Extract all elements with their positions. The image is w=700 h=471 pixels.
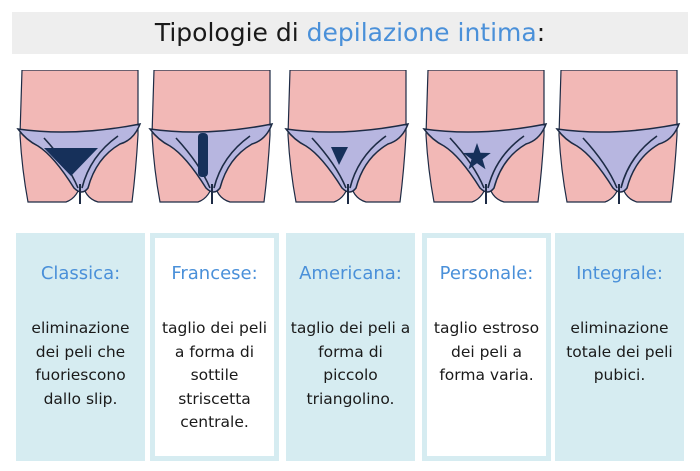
- illustration-personale: [420, 69, 556, 230]
- crease-right: [620, 135, 658, 189]
- crease-right: [81, 135, 119, 189]
- hair-triangle-small: [331, 147, 348, 165]
- card-classica: Classica: eliminazione dei peli che fuor…: [16, 233, 145, 461]
- hair-star: [463, 143, 491, 170]
- hair-triangle-wide: [44, 148, 98, 176]
- illustrations-row: [0, 69, 700, 230]
- card-personale: Personale: taglio estroso dei peli a for…: [422, 233, 551, 461]
- card-americana: Americana: taglio dei peli a forma di pi…: [286, 233, 415, 461]
- card-francese: Francese: taglio dei peli a forma di sot…: [150, 233, 279, 461]
- card-title: Integrale:: [576, 263, 663, 284]
- card-description: taglio dei peli a forma di piccolo trian…: [290, 319, 411, 408]
- page-title: Tipologie di depilazione intima:: [12, 12, 688, 54]
- card-title: Americana:: [299, 263, 402, 284]
- card-integrale: Integrale: eliminazione totale dei peli …: [555, 233, 684, 461]
- title-suffix: :: [536, 18, 546, 47]
- card-title: Classica:: [40, 263, 121, 284]
- illustration-francese: [146, 69, 282, 230]
- card-description: taglio estroso dei peli a forma varia.: [433, 319, 540, 384]
- title-prefix: Tipologie di: [154, 18, 307, 47]
- card-description: taglio dei peli a forma di sottile stris…: [161, 319, 268, 431]
- crease-right: [349, 135, 387, 189]
- illustration-americana: [282, 69, 418, 230]
- illustration-integrale: [553, 69, 689, 230]
- crease-right: [213, 135, 251, 189]
- underwear-shape: [422, 123, 548, 193]
- crease-left: [175, 137, 211, 189]
- underwear-shape: [555, 123, 681, 193]
- card-description: eliminazione totale dei peli pubici.: [566, 319, 673, 384]
- crease-left: [582, 137, 618, 189]
- underwear-shape: [148, 123, 274, 193]
- crease-left: [311, 137, 347, 189]
- illustration-classica: [14, 69, 150, 230]
- card-title: Personale:: [439, 263, 534, 284]
- card-description: eliminazione dei peli che fuoriescono da…: [31, 319, 130, 408]
- underwear-shape: [284, 123, 410, 193]
- card-title: Francese:: [171, 263, 258, 284]
- hair-strip: [198, 133, 208, 177]
- title-accent: depilazione intima: [306, 18, 537, 47]
- crease-right: [487, 135, 525, 189]
